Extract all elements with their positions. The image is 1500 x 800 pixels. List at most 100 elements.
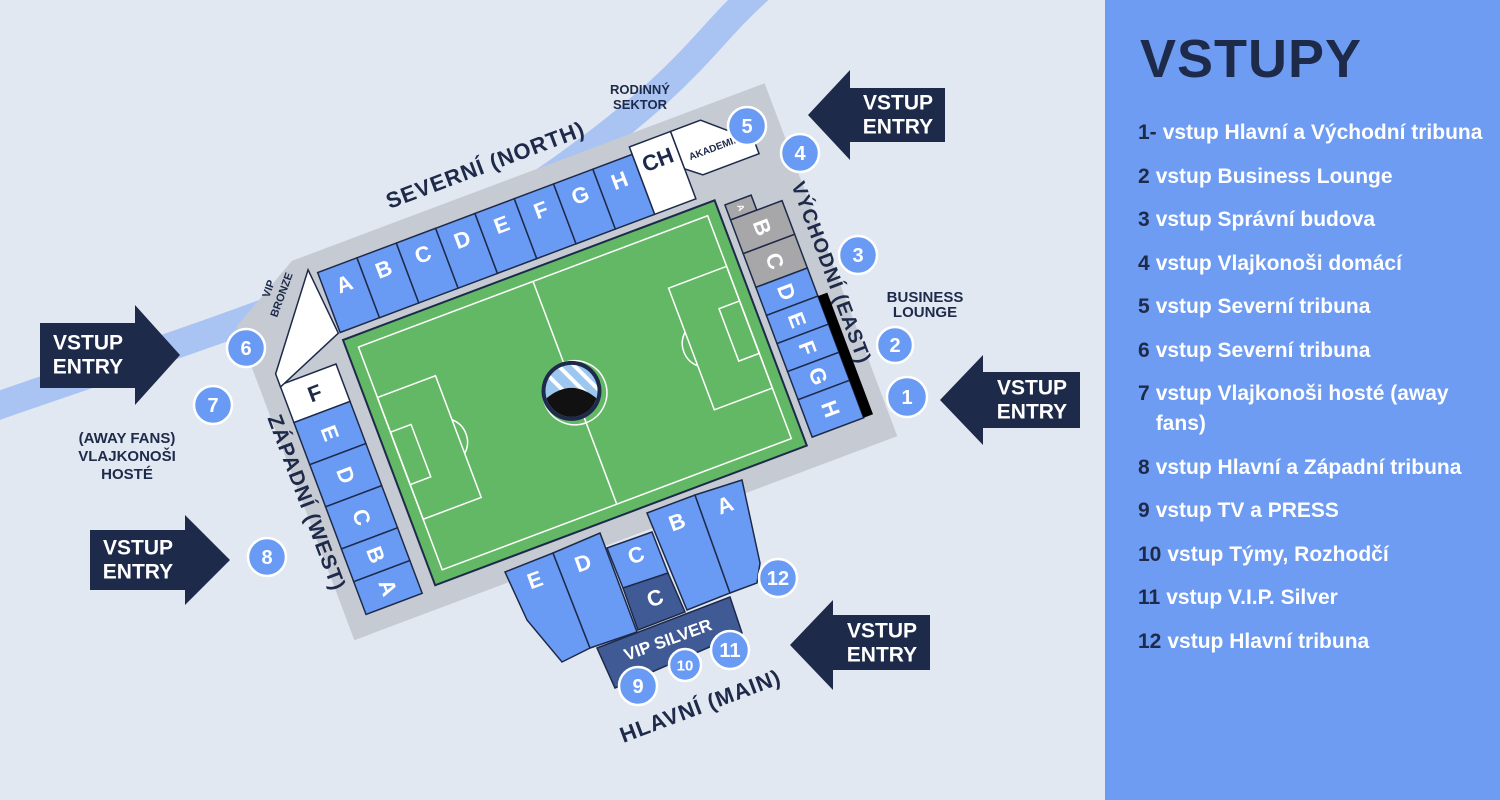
entry-number: 9 <box>632 676 643 698</box>
arrow-right-icon <box>40 305 180 405</box>
entry-number: 8 <box>1138 455 1150 479</box>
club-logo <box>541 360 602 421</box>
main-section-C[interactable]: C <box>622 572 687 631</box>
entry-marker-10[interactable]: 10 <box>667 647 703 683</box>
family-sector-label-2: SEKTOR <box>613 97 668 112</box>
legend-title: VSTUPY <box>1140 29 1363 89</box>
away-fans-label: (AWAY FANS) <box>79 430 176 447</box>
entry-marker-3[interactable]: 3 <box>837 234 879 276</box>
entries-legend-panel: VSTUPY 1-vstup Hlavní a Východní tribuna… <box>1105 0 1500 800</box>
entry-legend-item: 1-vstup Hlavní a Východní tribuna <box>1138 118 1483 148</box>
entry-number: 1 <box>901 387 912 409</box>
away-fans-label-3: HOSTÉ <box>101 466 153 483</box>
east-section-C[interactable]: C <box>742 233 809 289</box>
west-section-A[interactable]: A <box>352 559 424 616</box>
north-section-B[interactable]: B <box>356 242 420 319</box>
arrow-right-icon <box>90 515 230 605</box>
north-section-CH[interactable]: CH <box>628 130 697 216</box>
entry-marker-5[interactable]: 5 <box>726 105 768 147</box>
entry-marker-6[interactable]: 6 <box>225 327 267 369</box>
entry-marker-4[interactable]: 4 <box>779 132 821 174</box>
entry-number: 5 <box>1138 295 1150 318</box>
arrow-left-icon <box>940 355 1080 445</box>
entry-marker-11[interactable]: 11 <box>709 629 751 671</box>
arrow-label-entry: ENTRY <box>53 356 123 379</box>
entry-description: vstup TV a PRESS <box>1155 499 1339 522</box>
business-lounge-label-2: LOUNGE <box>893 304 957 321</box>
entry-marker-7[interactable]: 7 <box>192 384 234 426</box>
west-section-C[interactable]: C <box>324 484 399 550</box>
east-section-E[interactable]: E <box>765 295 830 345</box>
arrow-label-entry: ENTRY <box>997 401 1067 424</box>
pitch <box>341 199 809 587</box>
away-fans-label-2: VLAJKONOŠI <box>78 447 176 465</box>
main-section-D[interactable]: D <box>552 532 638 649</box>
section-label: A <box>735 203 747 213</box>
entry-number: 3 <box>1138 208 1150 231</box>
vip-bronze-label: VIP <box>261 279 278 300</box>
arrow-label-vstup: VSTUP <box>53 332 123 355</box>
entry-description: vstup Správní budova <box>1155 208 1376 231</box>
north-section-A[interactable]: A <box>316 256 381 334</box>
west-section-D[interactable]: D <box>308 442 383 508</box>
entry-number: 12 <box>1138 629 1162 653</box>
arrow-label-vstup: VSTUP <box>997 377 1067 400</box>
akademie-area: AKADEMIE <box>669 119 761 176</box>
entry-number: 11 <box>719 640 740 662</box>
main-section-A[interactable]: A <box>694 479 761 594</box>
entry-number: 1- <box>1138 121 1157 144</box>
north-section-F[interactable]: F <box>513 182 578 260</box>
entry-number: 2 <box>1138 164 1150 188</box>
entry-number: 4 <box>794 143 806 165</box>
entry-number: 2 <box>889 335 900 357</box>
entry-number: 7 <box>207 395 218 417</box>
vip-bronze-area <box>274 267 340 389</box>
main-section-C[interactable]: C <box>606 531 669 589</box>
main-section-E[interactable]: E <box>503 552 591 663</box>
north-section-D[interactable]: D <box>434 212 499 290</box>
entry-number: 4 <box>1138 251 1150 275</box>
entry-number: 10 <box>677 658 694 675</box>
business-lounge-label: BUSINESS <box>887 289 964 306</box>
entry-description: vstup V.I.P. Silver <box>1166 586 1338 609</box>
arrow-label-vstup: VSTUP <box>863 92 933 115</box>
entry-description: vstup Hlavní tribuna <box>1167 629 1370 653</box>
west-section-E[interactable]: E <box>292 400 367 466</box>
arrow-label-entry: ENTRY <box>103 561 173 584</box>
entry-number: 6 <box>240 338 251 360</box>
entry-marker-9[interactable]: 9 <box>617 665 659 707</box>
entry-marker-8[interactable]: 8 <box>246 536 288 578</box>
arrow-left-icon <box>790 600 930 690</box>
entry-number: 12 <box>767 568 789 590</box>
north-section-G[interactable]: G <box>552 168 617 245</box>
entry-number: 9 <box>1138 499 1150 522</box>
entry-description: vstup Vlajkonoši domácí <box>1155 251 1402 275</box>
east-section-G[interactable]: G <box>786 351 851 401</box>
entry-marker-12[interactable]: 12 <box>757 557 799 599</box>
arrow-label-entry: ENTRY <box>863 116 933 139</box>
entry-number: 11 <box>1138 586 1161 609</box>
entry-description: vstup Business Lounge <box>1155 164 1393 188</box>
entry-marker-2[interactable]: 2 <box>875 325 915 365</box>
north-section-E[interactable]: E <box>473 197 538 275</box>
entry-number: 6 <box>1138 338 1150 362</box>
arrow-label-entry: ENTRY <box>847 644 917 667</box>
entry-marker-1[interactable]: 1 <box>885 375 929 419</box>
entry-number: 8 <box>261 547 272 569</box>
vip-silver-area[interactable] <box>595 596 743 689</box>
